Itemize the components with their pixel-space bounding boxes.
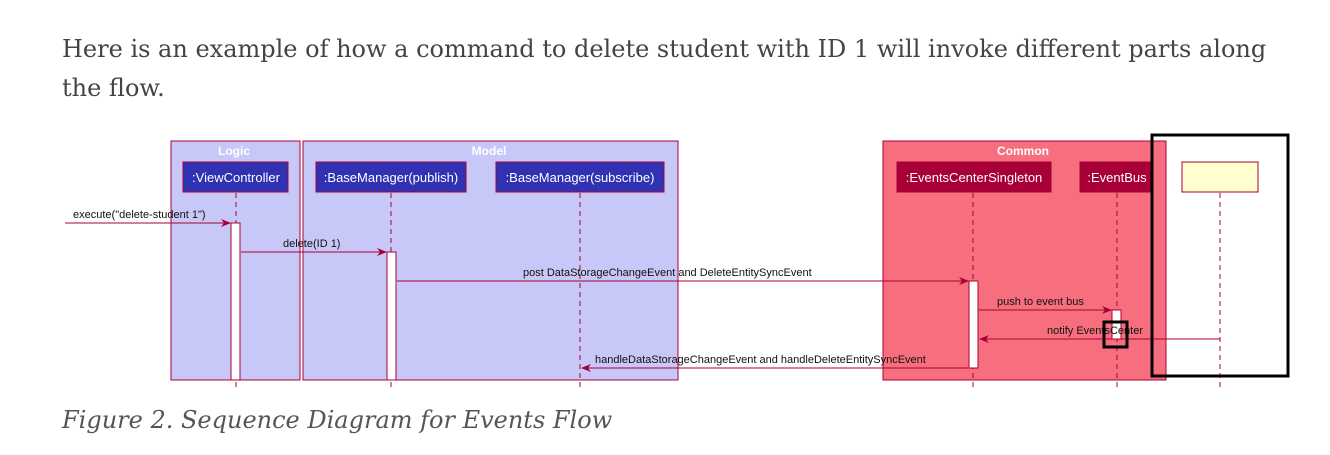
participant-view-controller: :ViewController <box>182 161 289 193</box>
activation-bars <box>230 222 1122 381</box>
message-handle: handleDataStorageChangeEvent and handleD… <box>581 354 968 372</box>
participant-base-manager-publish-label: :BaseManager(publish) <box>324 170 458 185</box>
message-execute-label: execute("delete-student 1") <box>73 209 206 221</box>
message-delete-label: delete(ID 1) <box>283 238 340 250</box>
activation-base-manager-publish <box>386 251 397 381</box>
model-package-title: Model <box>472 144 507 158</box>
message-notify: notify EventsCenter <box>979 325 1220 343</box>
participant-event-bus: :EventBus <box>1079 161 1154 193</box>
message-push-label: push to event bus <box>997 296 1084 308</box>
participant-events-center-singleton: :EventsCenterSingleton <box>896 161 1052 193</box>
message-execute: execute("delete-student 1") <box>65 209 231 227</box>
participant-base-manager-publish: :BaseManager(publish) <box>315 161 467 193</box>
message-notify-label: notify EventsCenter <box>1047 325 1143 337</box>
figure-caption: Figure 2. Sequence Diagram for Events Fl… <box>62 406 613 434</box>
message-post-label: post DataStorageChangeEvent and DeleteEn… <box>523 267 812 279</box>
activation-events-center-singleton <box>968 280 979 369</box>
highlight-box-small <box>1102 320 1129 349</box>
message-post: post DataStorageChangeEvent and DeleteEn… <box>397 267 969 285</box>
common-package-title: Common <box>997 144 1049 158</box>
participant-base-manager-subscribe-label: :BaseManager(subscribe) <box>506 170 655 185</box>
sequence-diagram: Logic Model Common :ViewController :Base… <box>65 133 1290 388</box>
participant-view-controller-label: :ViewController <box>192 170 281 185</box>
intro-paragraph: Here is an example of how a command to d… <box>62 35 1267 102</box>
participant-base-manager-subscribe: :BaseManager(subscribe) <box>495 161 665 193</box>
participant-event-bus-label: :EventBus <box>1087 170 1147 185</box>
message-push: push to event bus <box>979 296 1112 314</box>
highlight-box-large <box>1150 133 1290 378</box>
participant-events-center-singleton-label: :EventsCenterSingleton <box>906 170 1043 185</box>
activation-view-controller <box>230 222 241 381</box>
logic-package-title: Logic <box>218 144 250 158</box>
participant-hidden <box>1181 161 1259 193</box>
message-handle-label: handleDataStorageChangeEvent and handleD… <box>595 354 926 366</box>
message-delete: delete(ID 1) <box>241 238 387 256</box>
